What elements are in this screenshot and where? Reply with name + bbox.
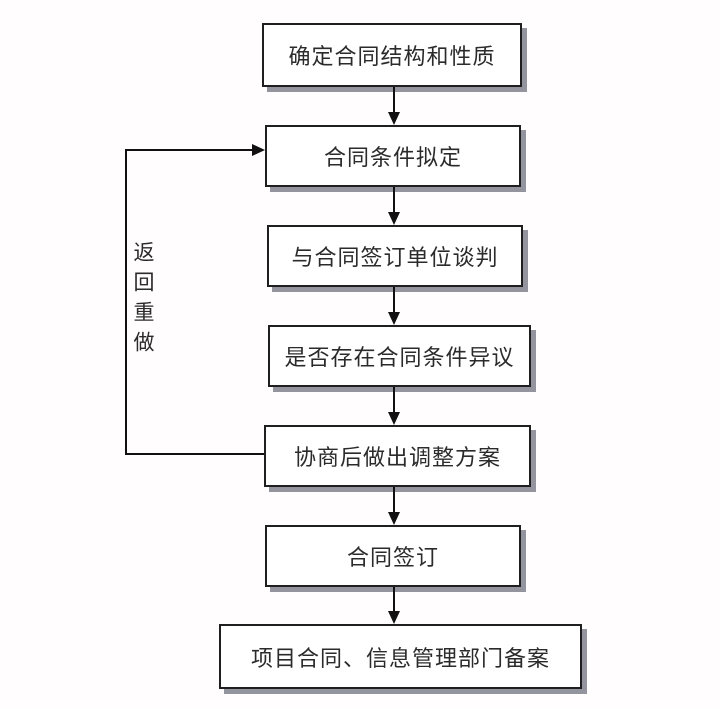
flow-node-draft-conditions: 合同条件拟定 — [265, 125, 521, 187]
flow-node-objection-check: 是否存在合同条件异议 — [268, 325, 531, 387]
flow-node-contract-signing: 合同签订 — [265, 525, 521, 587]
flow-node-label: 合同签订 — [346, 545, 439, 570]
flow-node-negotiate-with-unit: 与合同签订单位谈判 — [267, 225, 523, 287]
flow-node-determine-structure: 确定合同结构和性质 — [262, 23, 522, 87]
arrow-right-icon — [252, 144, 265, 156]
connector-line — [393, 387, 395, 412]
arrow-down-icon — [388, 611, 400, 624]
arrow-down-icon — [388, 112, 400, 125]
connector-line — [393, 87, 395, 112]
flow-node-adjustment-plan: 协商后做出调整方案 — [264, 425, 531, 487]
arrow-down-icon — [388, 512, 400, 525]
connector-line — [393, 587, 395, 611]
feedback-loop-line-top — [125, 149, 252, 151]
flow-node-label: 确定合同结构和性质 — [288, 44, 496, 69]
flow-node-label: 协商后做出调整方案 — [293, 445, 501, 470]
connector-line — [393, 287, 395, 312]
connector-line — [393, 487, 395, 512]
arrow-down-icon — [388, 212, 400, 225]
flow-node-label: 与合同签订单位谈判 — [291, 245, 499, 270]
feedback-loop-line-bottom — [125, 453, 264, 455]
flow-node-label: 是否存在合同条件异议 — [284, 345, 515, 370]
arrow-down-icon — [388, 412, 400, 425]
flow-node-label: 项目合同、信息管理部门备案 — [250, 645, 550, 671]
feedback-loop-label: 返回重做 — [131, 241, 155, 361]
arrow-down-icon — [388, 312, 400, 325]
connector-line — [393, 187, 395, 212]
flow-node-label: 合同条件拟定 — [323, 145, 462, 170]
feedback-loop-line-vertical — [125, 149, 127, 455]
flow-node-department-filing: 项目合同、信息管理部门备案 — [219, 624, 582, 689]
